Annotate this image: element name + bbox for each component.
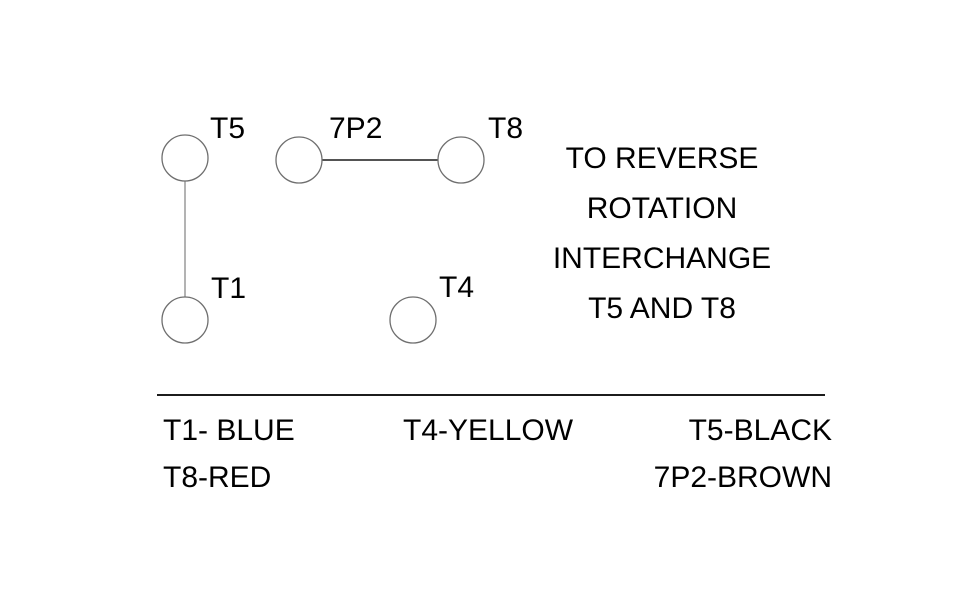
legend-column-center: T4-YELLOW: [403, 407, 573, 454]
terminal-t5-circle: [161, 134, 209, 182]
legend-column-left: T1- BLUE T8-RED: [163, 407, 295, 501]
reverse-rotation-note: TO REVERSE ROTATION INTERCHANGE T5 AND T…: [532, 134, 792, 334]
terminal-t5-label: T5: [210, 112, 246, 145]
terminal-7p2-label: 7P2: [329, 112, 383, 145]
terminal-t8-label: T8: [488, 112, 524, 145]
terminal-t8-circle: [437, 136, 485, 184]
legend-entry-t5: T5-BLACK: [688, 414, 832, 447]
terminal-7p2-circle: [275, 136, 323, 184]
note-line-4: T5 AND T8: [588, 292, 736, 325]
legend-entry-7p2: 7P2-BROWN: [653, 461, 832, 494]
note-line-1: TO REVERSE: [565, 142, 759, 175]
legend-column-right: T5-BLACK 7P2-BROWN: [654, 407, 832, 501]
legend-entry-t4: T4-YELLOW: [403, 414, 574, 447]
legend-entry-t8: T8-RED: [163, 461, 272, 494]
terminal-t1-circle: [161, 296, 209, 344]
note-line-3: INTERCHANGE: [552, 242, 772, 275]
note-line-2: ROTATION: [586, 192, 738, 225]
legend-entry-t1: T1- BLUE: [163, 414, 295, 447]
legend-divider-line: [157, 394, 825, 396]
terminal-t4-circle: [389, 296, 437, 344]
terminal-t1-label: T1: [211, 272, 247, 305]
terminal-t4-label: T4: [439, 271, 475, 304]
